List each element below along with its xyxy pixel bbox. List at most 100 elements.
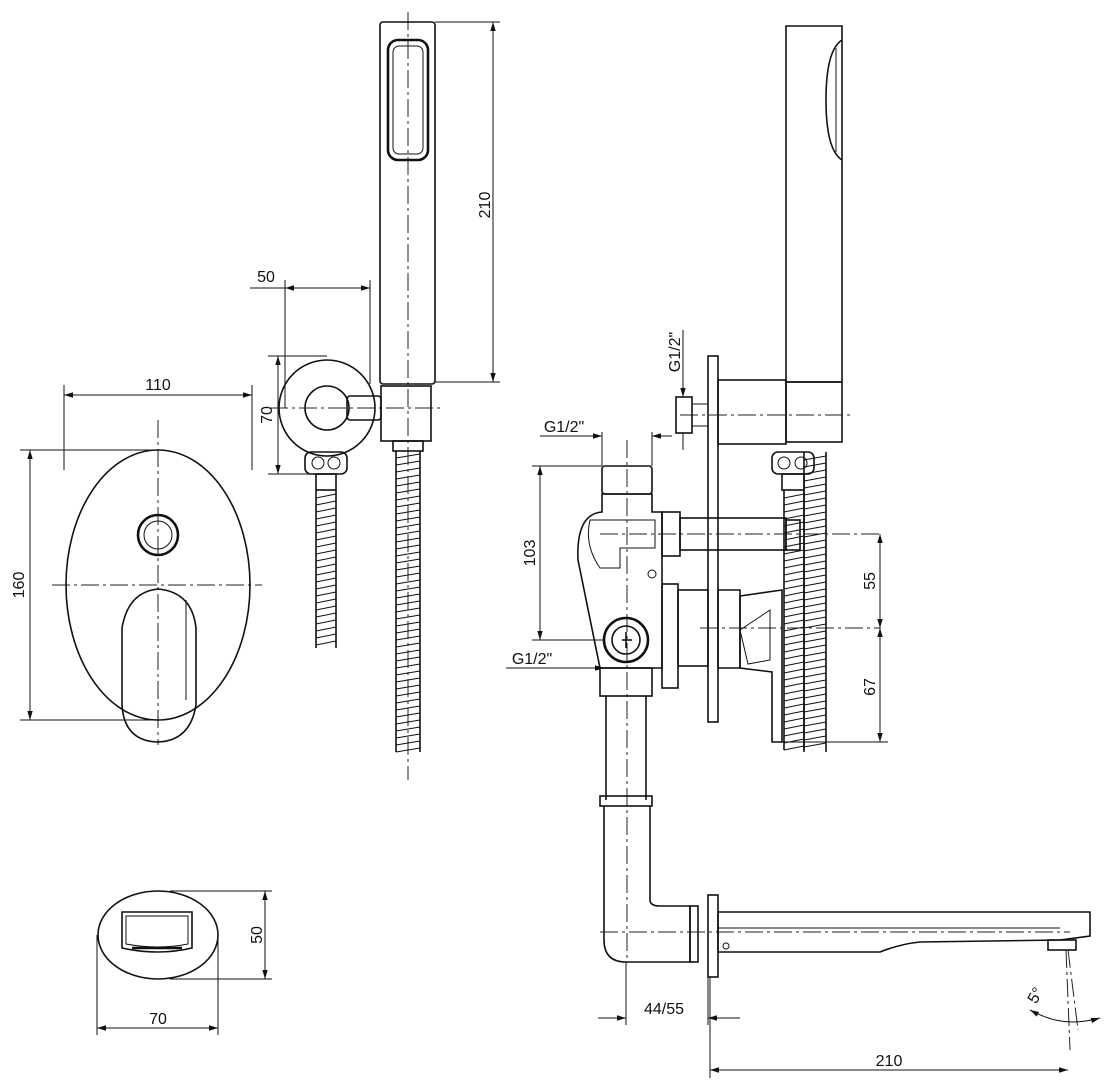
hose-rib bbox=[315, 626, 337, 632]
hose-rib bbox=[395, 544, 421, 550]
hose-rib bbox=[803, 700, 827, 706]
hose-rib bbox=[803, 546, 827, 552]
hose-rib bbox=[783, 647, 805, 653]
hose-rib bbox=[803, 497, 827, 503]
hose-rib bbox=[803, 560, 827, 566]
dim-label-110: 110 bbox=[145, 377, 171, 394]
hose-rib bbox=[395, 453, 421, 459]
hose-rib bbox=[803, 581, 827, 587]
hose-rib bbox=[315, 619, 337, 625]
hose-rib bbox=[395, 635, 421, 641]
hose-rib bbox=[803, 707, 827, 713]
spout-side bbox=[600, 894, 1091, 1051]
hose-rib bbox=[803, 518, 827, 524]
dim-label-160: 160 bbox=[11, 572, 28, 599]
hose-rib bbox=[803, 644, 827, 650]
hose-rib bbox=[395, 600, 421, 606]
dim-label-50-holder: 50 bbox=[257, 269, 275, 286]
hose-rib bbox=[803, 588, 827, 594]
hose-rib bbox=[803, 504, 827, 510]
hose-rib bbox=[395, 677, 421, 683]
dim-label-70-holder: 70 bbox=[259, 406, 276, 424]
dimension-handshower-length: 210 bbox=[435, 21, 500, 383]
hose-rib bbox=[803, 525, 827, 531]
dimension-holder-offset: 50 bbox=[250, 269, 371, 408]
side-view bbox=[577, 25, 1091, 1051]
hose-rib bbox=[803, 742, 827, 748]
hose-rib bbox=[395, 460, 421, 466]
hose-rib bbox=[783, 591, 805, 597]
hose-rib bbox=[395, 551, 421, 557]
hose-rib bbox=[395, 691, 421, 697]
hose-rib bbox=[803, 469, 827, 475]
hose-rib bbox=[315, 556, 337, 562]
hose-rib bbox=[783, 717, 805, 723]
hose-rib bbox=[783, 696, 805, 702]
hose-rib bbox=[783, 682, 805, 688]
hose-rib bbox=[803, 616, 827, 622]
hose-rib bbox=[315, 633, 337, 639]
hose-rib bbox=[783, 507, 805, 513]
hose-rib bbox=[315, 528, 337, 534]
hose-rib bbox=[315, 507, 337, 513]
hose-rib bbox=[803, 728, 827, 734]
dimension-inlet-side: G1/2" bbox=[540, 419, 672, 466]
hose-rib bbox=[783, 535, 805, 541]
hose-rib bbox=[783, 612, 805, 618]
hose-rib bbox=[315, 598, 337, 604]
hose-rib bbox=[395, 481, 421, 487]
hose-rib bbox=[803, 609, 827, 615]
hose-rib bbox=[395, 558, 421, 564]
hose-rib bbox=[315, 591, 337, 597]
hose-rib bbox=[783, 633, 805, 639]
hose-rib bbox=[783, 542, 805, 548]
hose-rib bbox=[395, 579, 421, 585]
hose-rib bbox=[395, 712, 421, 718]
hose-rib bbox=[315, 612, 337, 618]
hose-rib bbox=[395, 663, 421, 669]
hose-rib bbox=[803, 721, 827, 727]
hose-rib bbox=[395, 733, 421, 739]
hose-rib bbox=[395, 705, 421, 711]
dimension-holder-height: 70 bbox=[259, 355, 327, 475]
hose-rib bbox=[783, 710, 805, 716]
dim-label-210-spout: 210 bbox=[876, 1053, 903, 1070]
hose-rib bbox=[783, 654, 805, 660]
hose-rib bbox=[803, 672, 827, 678]
hose-rib bbox=[783, 661, 805, 667]
hose-rib bbox=[803, 595, 827, 601]
hose-rib bbox=[395, 726, 421, 732]
hose-rib bbox=[783, 521, 805, 527]
hose-rib bbox=[783, 731, 805, 737]
hose-rib bbox=[803, 553, 827, 559]
dimension-inlet-top: G1/2" bbox=[667, 330, 686, 450]
hose-rib bbox=[315, 563, 337, 569]
hose-rib bbox=[803, 651, 827, 657]
hose-rib bbox=[395, 474, 421, 480]
hose-left bbox=[315, 490, 337, 648]
mixer-front-view bbox=[52, 420, 262, 745]
hose-rib bbox=[803, 455, 827, 461]
hose-rib bbox=[395, 649, 421, 655]
hose-rib bbox=[395, 502, 421, 508]
hose-rib bbox=[395, 642, 421, 648]
hose-rib bbox=[395, 740, 421, 746]
handshower-side bbox=[785, 25, 843, 443]
hose-rib bbox=[783, 689, 805, 695]
hose-rib bbox=[315, 640, 337, 646]
dimension-spout-length: 210 bbox=[709, 977, 1068, 1078]
dim-label-55: 55 bbox=[862, 572, 879, 590]
hose-rib bbox=[395, 467, 421, 473]
hose-rib bbox=[395, 523, 421, 529]
hose-rib bbox=[803, 679, 827, 685]
hose-rib bbox=[803, 511, 827, 517]
hose-rib bbox=[315, 549, 337, 555]
dimension-lower-offset: 67 bbox=[782, 628, 888, 743]
hose-rib bbox=[395, 572, 421, 578]
hose-rib bbox=[803, 623, 827, 629]
dimension-outlet-bottom: G1/2" bbox=[506, 651, 604, 671]
hose-rib bbox=[395, 593, 421, 599]
hose-rib bbox=[783, 724, 805, 730]
dim-label-g12-top: G1/2" bbox=[667, 332, 684, 372]
hose-rib bbox=[315, 584, 337, 590]
